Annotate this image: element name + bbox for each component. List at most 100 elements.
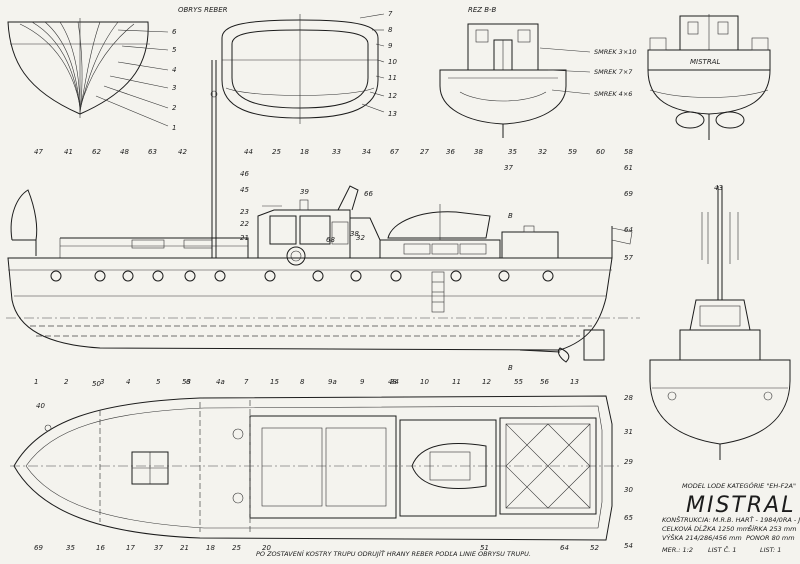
part-number-side_top: 41: [64, 148, 73, 156]
part-number-side_mid: 37: [504, 164, 513, 172]
part-number-side_left_mid: 22: [240, 220, 249, 228]
part-number-plan_bottom: 16: [96, 544, 105, 552]
part-number-side_bottom: 4: [126, 378, 130, 386]
model-name: MISTRAL: [686, 493, 795, 518]
stern-name: MISTRAL: [690, 58, 720, 66]
section-b-b: [439, 23, 591, 138]
part-number-side_bottom: 1: [34, 378, 38, 386]
part-number-side_bottom: 2: [64, 378, 69, 386]
part-number-side_top: 33: [332, 148, 341, 156]
part-number-side_bottom: 55: [514, 378, 523, 386]
part-number-side_bottom: 4a: [216, 378, 225, 386]
part-number-plan_right: 54: [624, 542, 633, 550]
part-number-side_top: 48: [120, 148, 129, 156]
part-number-plan_bottom: 52: [590, 544, 599, 552]
part-number-side_top: 47: [34, 148, 43, 156]
porthole: [94, 270, 106, 282]
part-number-plan_right: 65: [624, 514, 633, 522]
part-number-side_top: 34: [362, 148, 371, 156]
part-number-plan_right: 29: [624, 458, 633, 466]
part-number-plan_bottom: 35: [66, 544, 75, 552]
part-number-side_top: 59: [568, 148, 577, 156]
part-number-side_top: 27: [420, 148, 429, 156]
part-number-top_deck_lines: 10: [388, 58, 397, 66]
part-number-side_bottom: 6: [186, 378, 191, 386]
part-number-plan_bottom: 64: [560, 544, 569, 552]
model-category: MODEL LODE KATEGÓRIE "EH-F2A": [682, 481, 796, 490]
part-number-side_top: 25: [272, 148, 281, 156]
part-number-top_left_lines: 3: [172, 84, 176, 92]
part-number-side_top: 63: [148, 148, 157, 156]
deck-frame-view: [221, 13, 385, 124]
part-number-side_top: 38: [474, 148, 483, 156]
part-number-side_top: 18: [300, 148, 309, 156]
part-number-side_bottom: 56: [540, 378, 549, 386]
part-number-misc_labels: B: [508, 364, 513, 372]
part-number-side_bottom: 3: [100, 378, 104, 386]
porthole: [122, 270, 134, 282]
portholes: [50, 270, 554, 282]
porthole: [264, 270, 276, 282]
bow-front-view: [649, 186, 791, 460]
part-number-side_bottom: 13: [570, 378, 579, 386]
part-number-side_left_mid: 45: [240, 186, 249, 194]
porthole: [350, 270, 362, 282]
part-number-side_right_mid: 57: [624, 254, 633, 262]
part-number-side_top: 67: [390, 148, 399, 156]
total-width: ŠÍRKA 253 mm: [748, 524, 796, 533]
part-number-side_bottom: 10: [420, 378, 429, 386]
part-number-side_top: 60: [596, 148, 605, 156]
part-number-top_deck_lines: 12: [388, 92, 397, 100]
porthole: [214, 270, 226, 282]
part-number-side_left_mid: 46: [240, 170, 249, 178]
part-number-side_mid: 39: [300, 188, 309, 196]
part-number-side_bottom: 7: [244, 378, 249, 386]
porthole: [498, 270, 510, 282]
part-number-side_bottom: 8: [300, 378, 305, 386]
total-length: CELKOVÁ DĹŽKA 1250 mm: [662, 524, 749, 533]
part-number-side_bottom: 11: [452, 378, 461, 386]
part-number-plan_right: 30: [624, 486, 633, 494]
part-number-side_top: 35: [508, 148, 517, 156]
part-number-side_right_mid: 43: [714, 184, 723, 192]
part-number-side_top: 44: [244, 148, 253, 156]
part-number-plan_bottom: 18: [206, 544, 215, 552]
porthole: [50, 270, 62, 282]
part-number-top_left_lines: 4: [172, 66, 176, 74]
part-number-side_right_mid: 64: [624, 226, 633, 234]
part-number-plan_top: 50: [92, 380, 101, 388]
part-number-top_deck_lines: 7: [388, 10, 393, 18]
part-number-side_top: 62: [92, 148, 101, 156]
part-number-side_bottom: 9: [360, 378, 365, 386]
part-number-side_mid: 38: [350, 230, 359, 238]
footnote: PO ZOSTAVENÍ KOSTRY TRUPU ODRUJÍŤ HRANY …: [256, 549, 531, 558]
part-number-side_left_mid: 23: [240, 208, 249, 216]
part-number-plan_bottom: 25: [232, 544, 241, 552]
part-number-top_deck_lines: 13: [388, 110, 397, 118]
part-number-plan_top: 31: [624, 428, 633, 436]
part-number-plan_top: 53: [182, 378, 191, 386]
sheet-count: LIST: 1: [760, 546, 781, 554]
title-block: MODEL LODE KATEGÓRIE "EH-F2A" MISTRAL KO…: [662, 481, 800, 554]
part-number-plan_top: 28: [624, 394, 633, 402]
part-number-side_bottom: 15: [270, 378, 279, 386]
part-number-top_deck_lines: 8: [388, 26, 393, 34]
part-number-side_right_mid: 69: [624, 190, 633, 198]
hull-frame-lines: [7, 18, 169, 127]
part-number-side_top: 42: [178, 148, 187, 156]
side-profile: [6, 60, 640, 363]
plank-label-2: SMREK 7×7: [594, 68, 633, 76]
part-number-side_mid: 68: [326, 236, 335, 244]
part-number-top_deck_lines: 11: [388, 74, 397, 82]
porthole: [390, 270, 402, 282]
part-number-side_left_mid: 21: [240, 234, 249, 242]
part-number-misc_labels: 32: [356, 234, 365, 242]
part-number-side_top: 58: [624, 148, 633, 156]
plank-label-1: SMREK 3×10: [594, 48, 637, 56]
plank-label-3: SMREK 4×6: [594, 90, 632, 98]
stern-view: [647, 14, 771, 140]
plan-view: [10, 395, 620, 541]
